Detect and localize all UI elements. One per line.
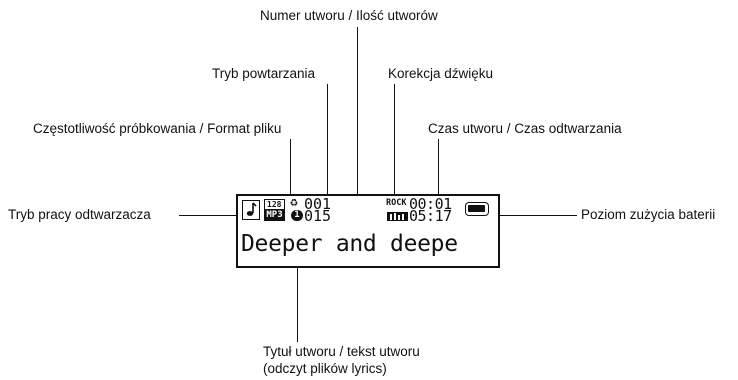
lcd-screen: 128 MP3 ♻ 1 001 015 ROCK 00:01 05:17 Dee… <box>236 194 500 268</box>
sample-rate-format-label: Częstotliwość próbkowania / Format pliku <box>33 121 282 136</box>
battery-fill <box>468 205 485 212</box>
battery-icon <box>465 202 489 216</box>
track-time-leader <box>438 139 439 198</box>
battery-level-label: Poziom zużycia baterii <box>581 207 716 222</box>
time-total: 05:17 <box>409 207 452 225</box>
sample-rate-leader <box>290 139 291 198</box>
equalizer-leader <box>394 84 395 198</box>
song-title-text: Deeper and deepe <box>241 231 458 257</box>
format-badge: MP3 <box>264 210 285 221</box>
track-number-leader <box>357 27 358 204</box>
bitrate-box: 128 <box>264 199 285 210</box>
repeat-mode-leader <box>327 84 328 198</box>
equalizer-label: Korekcja dźwięku <box>388 66 494 81</box>
bitrate-value: 128 <box>267 200 282 209</box>
track-total: 015 <box>304 207 332 225</box>
time-elapsed: 00:01 <box>409 195 452 213</box>
player-mode-leader <box>179 215 238 216</box>
title-label-line2: (odczyt plików lyrics) <box>263 361 387 376</box>
battery-leader <box>491 215 577 216</box>
equalizer-bars-icon <box>387 212 408 221</box>
repeat-mode-label: Tryb powtarzania <box>212 66 316 81</box>
title-label-line1: Tytuł utworu / tekst utworu <box>263 344 420 359</box>
repeat-badge: 1 <box>291 210 303 221</box>
repeat-mode-icon: ♻ <box>290 195 298 210</box>
equalizer-value: ROCK <box>386 198 407 208</box>
track-number-label: Numer utworu / Ilość utworów <box>260 8 438 23</box>
track-current: 001 <box>304 195 332 213</box>
player-mode-icon <box>242 200 260 220</box>
track-time-label: Czas utworu / Czas odtwarzania <box>428 121 622 136</box>
title-leader <box>297 264 298 342</box>
player-mode-label: Tryb pracy odtwarzacza <box>8 207 151 222</box>
